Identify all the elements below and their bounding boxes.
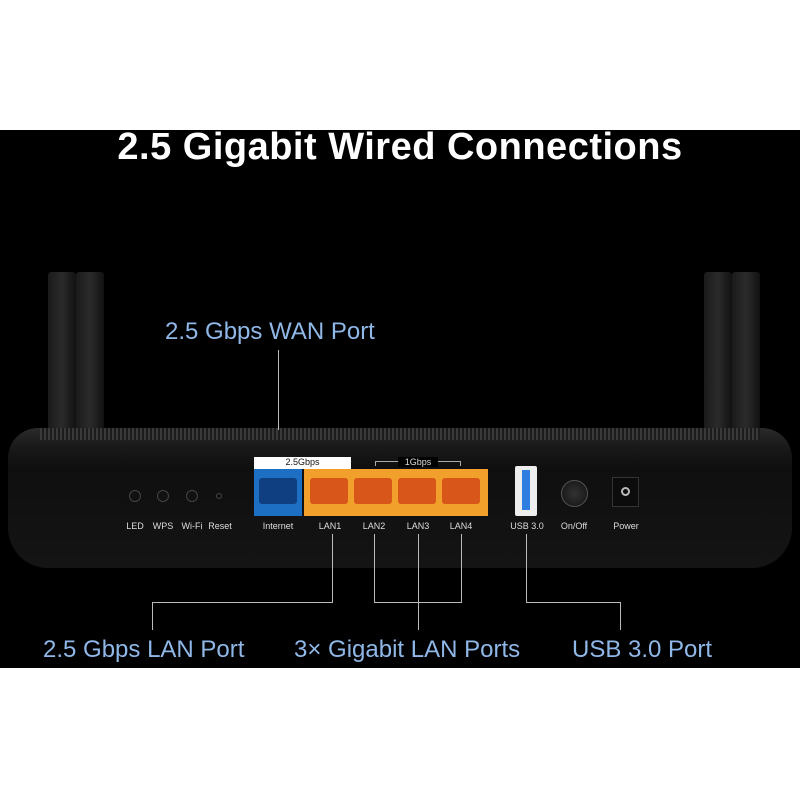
port-label: LED (126, 521, 144, 531)
wan-callout-line (278, 350, 279, 430)
gigabit-lan-ports-callout: 3× Gigabit LAN Ports (294, 636, 521, 663)
power-switch (561, 480, 588, 507)
usb-callout-line (526, 534, 527, 602)
ethernet-jack-icon (442, 478, 480, 504)
lan1-callout-line (332, 534, 333, 602)
port-label: LAN2 (362, 521, 386, 531)
background-band (0, 130, 800, 668)
power-jack (612, 477, 639, 507)
ethernet-jack-icon (310, 478, 348, 504)
ethernet-jack-icon (398, 478, 436, 504)
router-vent-grille (40, 428, 760, 440)
port-label: Power (613, 521, 639, 531)
reset-hole (216, 493, 222, 499)
gigabit-callout-line (461, 534, 462, 602)
wifi-button (186, 490, 198, 502)
wan-speed-label: 2.5Gbps (285, 457, 320, 467)
lan1-callout-line (152, 602, 153, 630)
gigabit-callout-line (374, 534, 375, 602)
wan-port (254, 469, 302, 516)
ethernet-jack-icon (259, 478, 297, 504)
port-label: LAN3 (406, 521, 430, 531)
page-title: 2.5 Gigabit Wired Connections (117, 126, 683, 168)
led-button (129, 490, 141, 502)
port-label: Wi-Fi (181, 521, 203, 531)
gigabit-callout-line (374, 602, 462, 603)
wps-button (157, 490, 169, 502)
lan-speed-label: 1Gbps (398, 457, 438, 467)
port-label: LAN1 (318, 521, 342, 531)
usb-callout-line (526, 602, 621, 603)
usb-port-callout: USB 3.0 Port (572, 636, 713, 663)
wan-port-callout: 2.5 Gbps WAN Port (165, 318, 375, 345)
usb-port (515, 466, 537, 516)
port-label: USB 3.0 (510, 521, 544, 531)
gigabit-callout-line (418, 534, 419, 630)
port-label: On/Off (560, 521, 588, 531)
port-label: Internet (262, 521, 294, 531)
ethernet-jack-icon (354, 478, 392, 504)
lan-ports (304, 469, 488, 516)
port-label: LAN4 (449, 521, 473, 531)
wan-speed-label-bg (254, 457, 351, 469)
lan-2.5g-port-callout: 2.5 Gbps LAN Port (43, 636, 245, 663)
usb-callout-line (620, 602, 621, 630)
port-label: Reset (208, 521, 232, 531)
port-label: WPS (152, 521, 174, 531)
lan1-callout-line (152, 602, 333, 603)
